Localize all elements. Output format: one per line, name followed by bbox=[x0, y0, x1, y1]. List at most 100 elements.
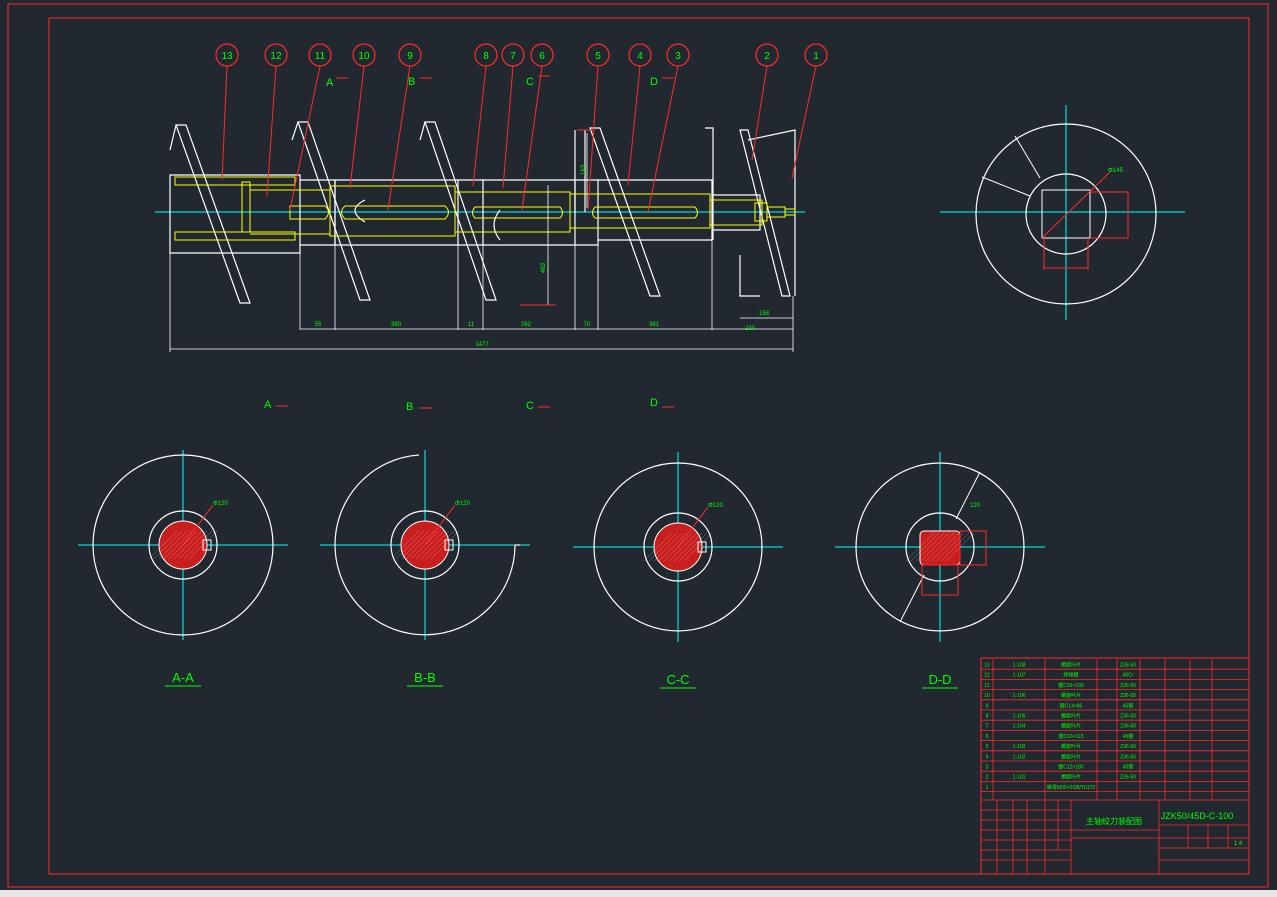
section-label: A-A bbox=[172, 670, 194, 685]
section-marker-c-top: C bbox=[526, 76, 534, 88]
svg-text:45钢: 45钢 bbox=[1123, 702, 1134, 709]
svg-text:9: 9 bbox=[986, 703, 989, 709]
svg-text:13: 13 bbox=[984, 663, 990, 669]
svg-text:2: 2 bbox=[986, 775, 989, 781]
svg-text:Z36-50: Z36-50 bbox=[1120, 724, 1136, 730]
balloon-3: 3 bbox=[666, 43, 690, 67]
balloon-7: 7 bbox=[501, 43, 525, 67]
svg-text:Z36-50: Z36-50 bbox=[1120, 744, 1136, 750]
balloon-2: 2 bbox=[755, 43, 779, 67]
svg-text:1-104: 1-104 bbox=[1013, 724, 1026, 730]
svg-text:螺旋叶片: 螺旋叶片 bbox=[1061, 662, 1081, 669]
svg-text:键C12×180: 键C12×180 bbox=[1058, 764, 1084, 771]
balloon-label: 2 bbox=[764, 51, 770, 62]
svg-text:1-106: 1-106 bbox=[1013, 693, 1026, 699]
dim-381: 381 bbox=[649, 322, 660, 328]
section-marker-b-top: B bbox=[408, 76, 415, 88]
section-marker-b-mid: B bbox=[406, 401, 413, 413]
section-label: B-B bbox=[414, 670, 436, 685]
balloon-label: 3 bbox=[675, 51, 681, 62]
svg-text:1-108: 1-108 bbox=[1013, 663, 1026, 669]
dim-11: 11 bbox=[468, 322, 475, 328]
svg-text:键C14×85: 键C14×85 bbox=[1060, 702, 1083, 709]
svg-text:3: 3 bbox=[986, 765, 989, 771]
balloon-label: 6 bbox=[539, 51, 545, 62]
svg-text:螺旋叶片: 螺旋叶片 bbox=[1061, 774, 1081, 781]
balloon-label: 1 bbox=[813, 51, 819, 62]
balloon-label: 12 bbox=[270, 51, 282, 62]
balloon-label: 7 bbox=[510, 51, 516, 62]
balloon-label: 4 bbox=[637, 51, 643, 62]
balloon-8: 8 bbox=[474, 43, 498, 67]
dimension-ticks bbox=[299, 129, 595, 330]
svg-text:螺旋叶片: 螺旋叶片 bbox=[1061, 743, 1081, 750]
svg-text:8: 8 bbox=[986, 714, 989, 720]
dimension-texts: 55 380 11 262 70 381 230 1477 158 163 46… bbox=[315, 164, 770, 348]
svg-text:螺母M30×2GB/T6170: 螺母M30×2GB/T6170 bbox=[1047, 784, 1095, 791]
svg-text:Z36-50: Z36-50 bbox=[1120, 683, 1136, 689]
drawing-number: JZK50/45D-C-100 bbox=[1161, 811, 1234, 821]
section-label: D-D bbox=[928, 672, 951, 687]
section-note: Φ120 bbox=[708, 503, 723, 509]
parts-row: 4 1-102 螺旋叶片 Z36-50 bbox=[986, 753, 1137, 760]
svg-text:10: 10 bbox=[984, 693, 990, 699]
parts-row: 9 键C14×85 45钢 bbox=[986, 702, 1134, 709]
section-marker-a-top: A bbox=[326, 77, 334, 89]
svg-text:Z36-50: Z36-50 bbox=[1120, 775, 1136, 781]
dim-vertical-left: 163 bbox=[581, 164, 587, 175]
drawing-frame bbox=[7, 3, 1269, 888]
balloon-label: 13 bbox=[221, 51, 233, 62]
balloon-label: 10 bbox=[358, 51, 370, 62]
section-marker-c-mid: C bbox=[526, 400, 534, 412]
svg-text:焊接键: 焊接键 bbox=[1063, 672, 1078, 679]
dimension-lines bbox=[169, 133, 794, 352]
section-markers-mid: A B C D bbox=[264, 397, 674, 413]
svg-text:4: 4 bbox=[986, 754, 989, 760]
svg-text:1-102: 1-102 bbox=[1013, 754, 1026, 760]
dim-262: 262 bbox=[521, 322, 532, 328]
dim-70: 70 bbox=[584, 322, 591, 328]
svg-text:Z36-50: Z36-50 bbox=[1120, 693, 1136, 699]
svg-text:螺旋叶片: 螺旋叶片 bbox=[1061, 753, 1081, 760]
svg-text:12: 12 bbox=[984, 673, 990, 679]
balloon-6: 6 bbox=[530, 43, 554, 67]
end-view-note: Φ145 bbox=[1108, 168, 1123, 174]
dim-230: 230 bbox=[745, 326, 756, 332]
title-text: 主轴绞刀装配图 bbox=[1086, 816, 1142, 826]
balloon-13: 13 bbox=[215, 43, 239, 67]
title-grid bbox=[981, 799, 1249, 874]
svg-text:Z36-50: Z36-50 bbox=[1120, 754, 1136, 760]
svg-text:1-103: 1-103 bbox=[1013, 744, 1026, 750]
dim-total: 1477 bbox=[475, 342, 489, 348]
balloon-11: 11 bbox=[308, 43, 332, 67]
svg-text:Z36-50: Z36-50 bbox=[1120, 714, 1136, 720]
balloon-4: 4 bbox=[628, 43, 652, 67]
helical-flights bbox=[169, 121, 796, 304]
dim-55: 55 bbox=[315, 322, 322, 328]
balloon-5: 5 bbox=[586, 43, 610, 67]
section-note: Φ120 bbox=[213, 501, 228, 507]
svg-text:螺旋叶片: 螺旋叶片 bbox=[1061, 713, 1081, 720]
balloon-label: 8 bbox=[483, 51, 489, 62]
section-marker-a-mid: A bbox=[264, 399, 272, 411]
shaft-and-keys bbox=[174, 176, 796, 241]
dim-vertical-right: 463 bbox=[541, 262, 547, 273]
section-markers-top: A B C D bbox=[326, 75, 674, 89]
